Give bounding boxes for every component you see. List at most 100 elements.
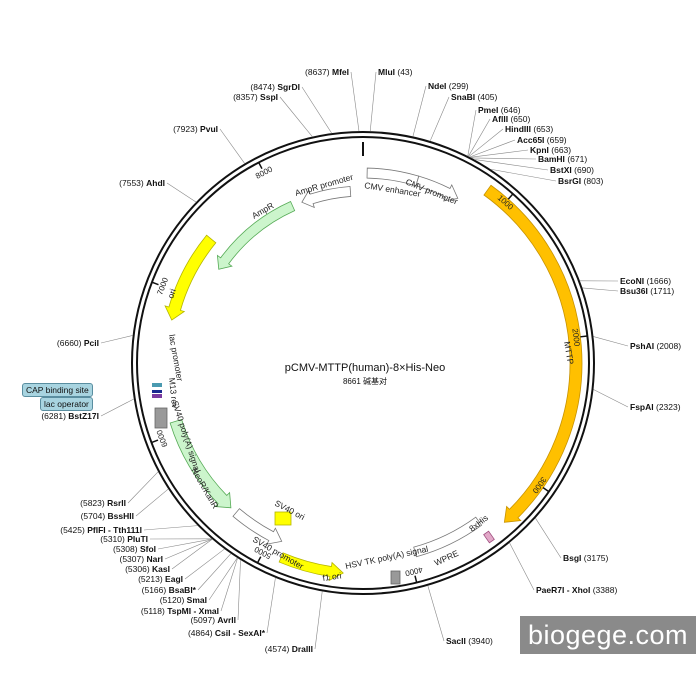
lac-operator-label: lac operator <box>40 397 93 411</box>
site-label: (5425) PflFI - Tth111I <box>60 525 142 535</box>
leader-line <box>219 128 245 164</box>
site-name: NdeI <box>428 81 446 91</box>
site-position: (8474) <box>250 82 275 92</box>
site-label: (5823) RsrII <box>80 498 126 508</box>
site-name: NarI <box>146 554 163 564</box>
site-name: BsaBI* <box>169 585 197 595</box>
leader-line <box>474 159 549 171</box>
label-mttp: MTTP <box>562 341 576 366</box>
site-position: (6660) <box>57 338 82 348</box>
site-label: (5118) TspMI - XmaI <box>141 606 219 616</box>
site-name: BstZ17I <box>68 411 99 421</box>
leader-line <box>166 182 197 203</box>
site-name: BstXI <box>550 165 572 175</box>
leader-line <box>171 539 213 570</box>
leader-line <box>535 517 562 559</box>
backbone-outer-ring <box>131 131 595 595</box>
site-name: PshAI <box>630 341 654 351</box>
leader-line <box>469 139 516 158</box>
tick-label-6000: 6000 <box>155 428 170 448</box>
site-label: HindIII (653) <box>505 124 553 134</box>
site-position: (5118) <box>141 606 165 616</box>
plasmid-title: pCMV-MTTP(human)-8×His-Neo <box>284 362 446 374</box>
site-label: Bsu36I (1711) <box>620 286 674 296</box>
site-name: KasI <box>152 564 170 574</box>
site-name: DraIII <box>292 644 313 654</box>
leader-line <box>468 128 504 157</box>
site-label: PshAI (2008) <box>630 341 681 351</box>
leader-line <box>467 109 477 157</box>
site-name: PflFI - Tth111I <box>87 525 142 535</box>
label-his: 8xHis <box>467 513 490 534</box>
site-position: (5213) <box>138 574 163 584</box>
leader-line <box>279 96 313 137</box>
site-position: (5307) <box>120 554 145 564</box>
site-label: (5704) BssHII <box>81 511 134 521</box>
leader-line <box>471 157 537 160</box>
tick-mark-2000 <box>580 335 588 338</box>
site-label: SacII (3940) <box>446 636 493 646</box>
site-name: SacII <box>446 636 466 646</box>
plasmid-length: 8661 碱基对 <box>342 377 388 386</box>
site-position: (8637) <box>305 67 330 77</box>
leader-line <box>468 118 491 157</box>
sv40-polya-block <box>154 407 168 429</box>
site-label: (8637) MfeI <box>305 67 349 77</box>
site-name: BamHI <box>538 154 565 164</box>
leader-line <box>509 542 535 591</box>
site-name: FspAI <box>630 402 654 412</box>
watermark: biogege.com <box>520 616 696 654</box>
tick-mark-8000 <box>258 162 263 170</box>
site-position: (3388) <box>593 585 618 595</box>
leader-line <box>593 389 629 408</box>
site-name: Bsu36I <box>620 286 648 296</box>
tick-mark-6000 <box>151 439 159 444</box>
leader-line <box>429 96 450 142</box>
site-position: (671) <box>567 154 587 164</box>
leader-line <box>314 591 323 650</box>
site-position: (5097) <box>190 615 215 625</box>
site-label: BsrGI (803) <box>558 176 604 186</box>
site-name: SfoI <box>140 544 156 554</box>
ori-arrow <box>164 234 217 321</box>
site-label: (5097) AvrII <box>190 615 236 625</box>
site-label: EcoNI (1666) <box>620 276 671 286</box>
tick-label-4000: 4000 <box>404 565 424 578</box>
tick-mark-4000 <box>414 575 418 583</box>
site-position: (405) <box>477 92 497 102</box>
wpre-arrow <box>413 516 483 558</box>
cmv-promoter-arrow <box>415 175 459 202</box>
site-leader-lines <box>100 71 629 650</box>
site-label: (8474) SgrDI <box>250 82 300 92</box>
site-label: Acc65I (659) <box>517 135 567 145</box>
lac-promoter-block <box>152 394 162 398</box>
leader-line <box>184 548 225 580</box>
leader-line <box>582 287 619 292</box>
site-position: (5308) <box>113 544 138 554</box>
site-position: (1711) <box>650 286 674 296</box>
site-name: AvrII <box>217 615 236 625</box>
leader-line <box>427 585 445 642</box>
site-label: FspAI (2323) <box>630 402 681 412</box>
site-label: (5308) SfoI <box>113 544 156 554</box>
site-name: CsiI - SexAI* <box>215 628 266 638</box>
hsv-tk-block <box>390 570 401 585</box>
site-position: (3940) <box>468 636 493 646</box>
site-label: BamHI (671) <box>538 154 587 164</box>
leader-line <box>127 471 159 504</box>
site-label: NdeI (299) <box>428 81 469 91</box>
site-label: PmeI (646) <box>478 105 521 115</box>
site-label: KpnI (663) <box>530 145 571 155</box>
leader-line <box>266 577 276 634</box>
site-label: PaeR7I - XhoI (3388) <box>536 585 617 595</box>
site-position: (690) <box>574 165 594 175</box>
site-position: (659) <box>547 135 567 145</box>
site-name: AflII <box>492 114 508 124</box>
site-label: (5213) EagI <box>138 574 183 584</box>
site-label: (5306) KasI <box>125 564 170 574</box>
leader-line <box>100 398 134 417</box>
site-label: BstXI (690) <box>550 165 594 175</box>
sv40-ori-block <box>274 511 292 526</box>
